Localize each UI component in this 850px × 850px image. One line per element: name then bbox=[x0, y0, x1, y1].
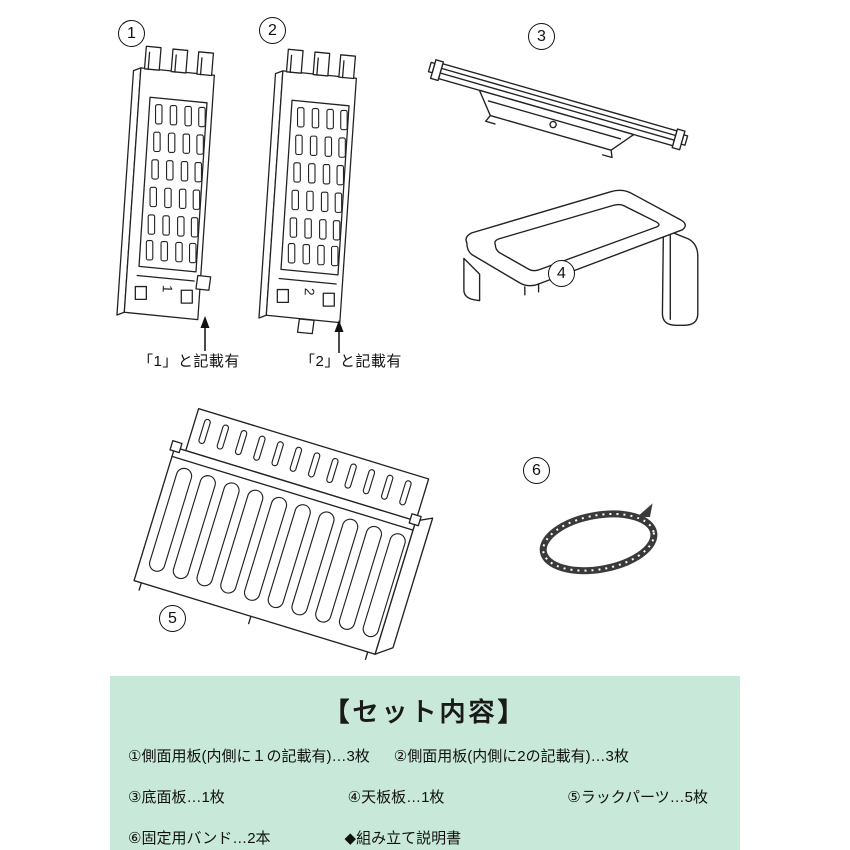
part5-number-badge: 5 bbox=[159, 605, 186, 632]
part6-band-drawing bbox=[539, 503, 658, 575]
part4-number: 4 bbox=[557, 264, 566, 282]
part1-caption: 「1」と記載有 bbox=[138, 353, 240, 370]
set-item-side-panel-1: ①側面用板(内側に１の記載有)…3枚 bbox=[128, 748, 370, 765]
part1-side-panel-drawing: 1 bbox=[116, 45, 215, 321]
part3-number: 3 bbox=[537, 27, 546, 45]
part5-rack-part-drawing bbox=[133, 407, 434, 660]
part6-number-badge: 6 bbox=[523, 457, 550, 484]
set-contents-panel: 【セット内容】 ①側面用板(内側に１の記載有)…3枚 ②側面用板(内側に2の記載… bbox=[110, 676, 740, 850]
set-contents-row-3: ⑥固定用バンド…2本 ◆組み立て説明書 bbox=[128, 827, 722, 848]
set-item-top-plate: ④天板板…1枚 bbox=[347, 789, 445, 806]
part5-number: 5 bbox=[168, 609, 177, 627]
set-item-rack-parts: ⑤ラックパーツ…5枚 bbox=[567, 789, 708, 806]
set-contents-row-1: ①側面用板(内側に１の記載有)…3枚 ②側面用板(内側に2の記載有)…3枚 bbox=[128, 745, 722, 766]
part2-number-badge: 2 bbox=[259, 17, 286, 44]
set-contents-row-2: ③底面板…1枚 ④天板板…1枚 ⑤ラックパーツ…5枚 bbox=[128, 786, 722, 807]
part1-marking-text: 1 bbox=[160, 285, 175, 293]
set-contents-title: 【セット内容】 bbox=[323, 697, 527, 727]
part4-number-badge: 4 bbox=[548, 260, 575, 287]
part2-side-panel-drawing: 2 bbox=[258, 48, 357, 335]
set-item-side-panel-2: ②側面用板(内側に2の記載有)…3枚 bbox=[393, 748, 629, 765]
set-item-bottom-plate: ③底面板…1枚 bbox=[128, 789, 225, 806]
part3-number-badge: 3 bbox=[528, 23, 555, 50]
part2-number: 2 bbox=[268, 21, 277, 39]
set-item-fixing-band: ⑥固定用バンド…2本 bbox=[128, 830, 271, 847]
part2-pointer-arrow bbox=[334, 320, 344, 353]
part1-pointer-arrow bbox=[200, 316, 210, 351]
part1-number: 1 bbox=[127, 24, 136, 42]
part2-caption: 「2」と記載有 bbox=[300, 353, 402, 370]
part1-number-badge: 1 bbox=[118, 20, 145, 47]
set-item-assembly-manual: ◆組み立て説明書 bbox=[344, 830, 462, 847]
part6-number: 6 bbox=[532, 461, 541, 479]
part2-marking-text: 2 bbox=[302, 288, 317, 296]
part3-bottom-plate-drawing bbox=[427, 59, 689, 159]
part4-top-plate-drawing bbox=[463, 189, 699, 326]
